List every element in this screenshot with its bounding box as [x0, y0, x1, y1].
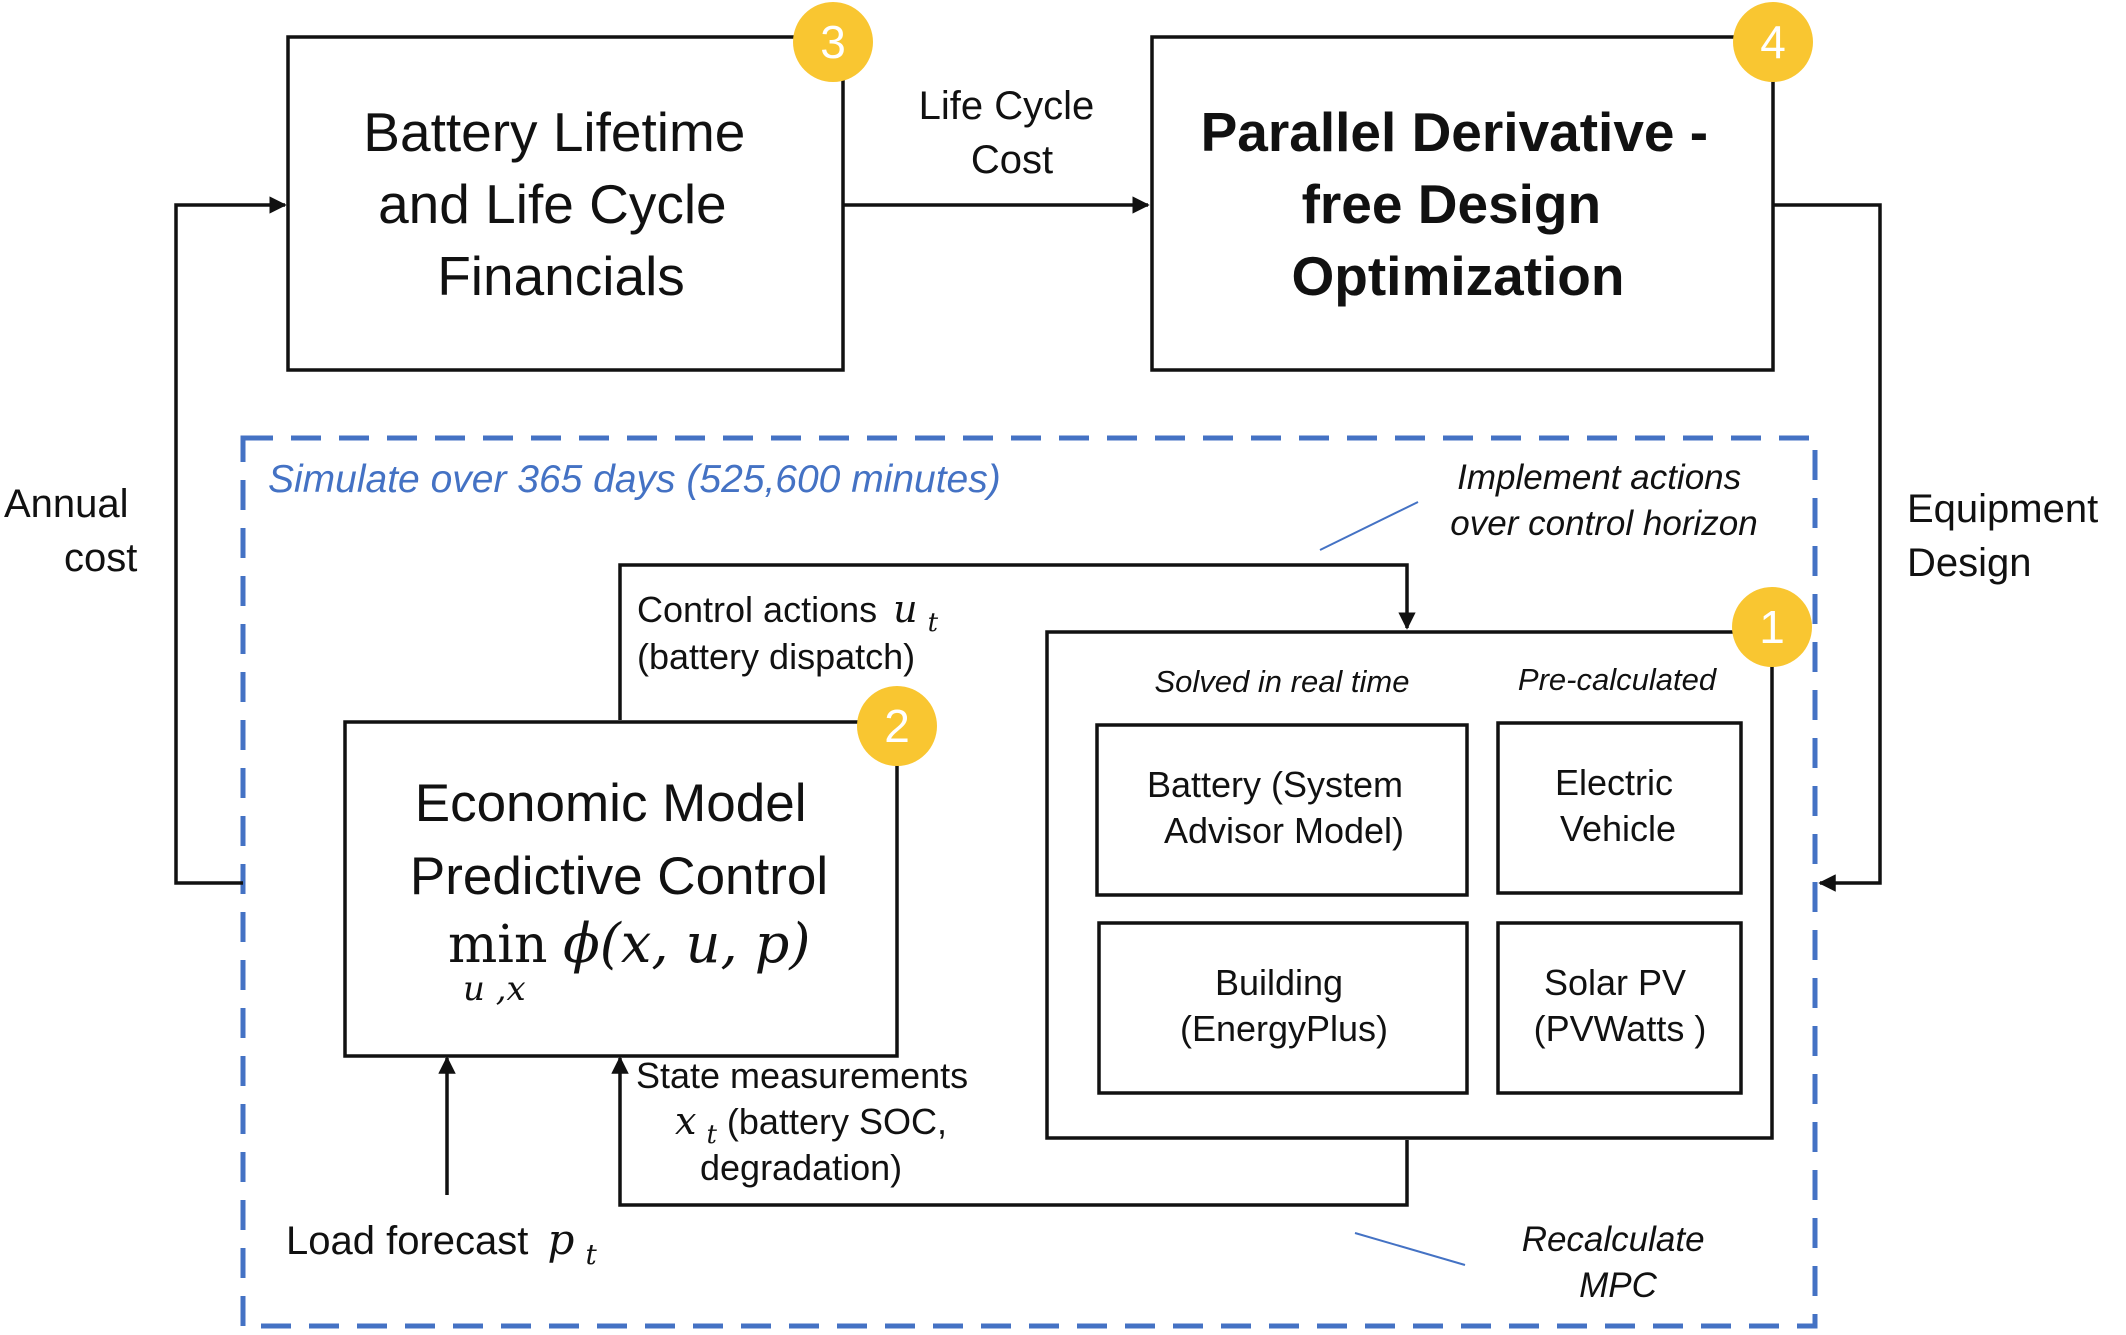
building-label: Building (EnergyPlus) [1180, 962, 1388, 1049]
state-measurements-detail: x t (battery SOC, [675, 1099, 947, 1151]
box4-line-2: free Design [1302, 173, 1602, 235]
mpc-title: Economic Model Predictive Control [410, 774, 828, 906]
building-box [1097, 921, 1469, 1095]
mpc-formula-sub: u ,x [463, 969, 526, 1009]
degradation-label: degradation) [700, 1147, 902, 1188]
electric-vehicle-box [1496, 721, 1743, 895]
precalculated-header: Pre-calculated [1518, 662, 1718, 697]
state-measurements-arrow [611, 1056, 1409, 1207]
realtime-header: Solved in real time [1154, 664, 1409, 699]
implement-pointer [1319, 501, 1419, 551]
electric-vehicle-label: Electric Vehicle [1555, 762, 1683, 849]
design-optimization-box [1150, 35, 1775, 372]
solar-pv-label: Solar PV (PVWatts ) [1534, 962, 1707, 1049]
svg-text:4: 4 [1760, 16, 1786, 68]
battery-dispatch-label: (battery dispatch) [637, 636, 915, 677]
annual-cost-arrow [174, 196, 287, 885]
life-cycle-cost-label: Life Cycle Cost [919, 84, 1106, 182]
equipment-design-label: Equipment Design [1907, 487, 2109, 585]
recalculate-mpc-label: Recalculate MPC [1522, 1220, 1715, 1305]
implement-actions-label: Implement actions over control horizon [1450, 458, 1757, 543]
box4-line-3: Optimization [1291, 245, 1624, 307]
battery-model-label: Battery (System Advisor Model) [1147, 764, 1413, 851]
state-measurements-label: State measurements [636, 1055, 968, 1096]
badge-4: 4 [1733, 2, 1813, 82]
mpc-formula-min: min [448, 915, 547, 975]
box3-line-2: and Life Cycle [378, 173, 727, 235]
badge-2: 2 [857, 686, 937, 766]
battery-lifetime-title: Battery Lifetime and Life Cycle Financia… [363, 101, 760, 307]
battery-lifetime-box [286, 35, 845, 372]
simulate-label: Simulate over 365 days (525,600 minutes) [268, 458, 1001, 501]
recalculate-pointer [1354, 1232, 1466, 1266]
box3-line-1: Battery Lifetime [363, 101, 745, 163]
box3-line-3: Financials [437, 245, 685, 307]
solar-pv-box [1496, 921, 1743, 1095]
svg-text:1: 1 [1759, 601, 1785, 653]
equipment-design-arrow [1773, 203, 1882, 892]
load-forecast-label: Load forecast p t [286, 1215, 598, 1271]
mpc-formula-expr: ϕ(x, u, p) [563, 912, 810, 975]
svg-text:3: 3 [820, 16, 846, 68]
annual-cost-label: Annual cost [4, 482, 140, 580]
design-optimization-title: Parallel Derivative - free Design Optimi… [1201, 101, 1724, 307]
badge-1: 1 [1732, 587, 1812, 667]
svg-text:2: 2 [884, 700, 910, 752]
mpc-box [343, 720, 899, 1058]
battery-model-box [1095, 723, 1469, 897]
control-actions-label: Control actions u t [637, 587, 939, 638]
badge-3: 3 [793, 2, 873, 82]
box4-line-1: Parallel Derivative - [1201, 101, 1709, 163]
control-actions-arrow [618, 563, 1416, 720]
